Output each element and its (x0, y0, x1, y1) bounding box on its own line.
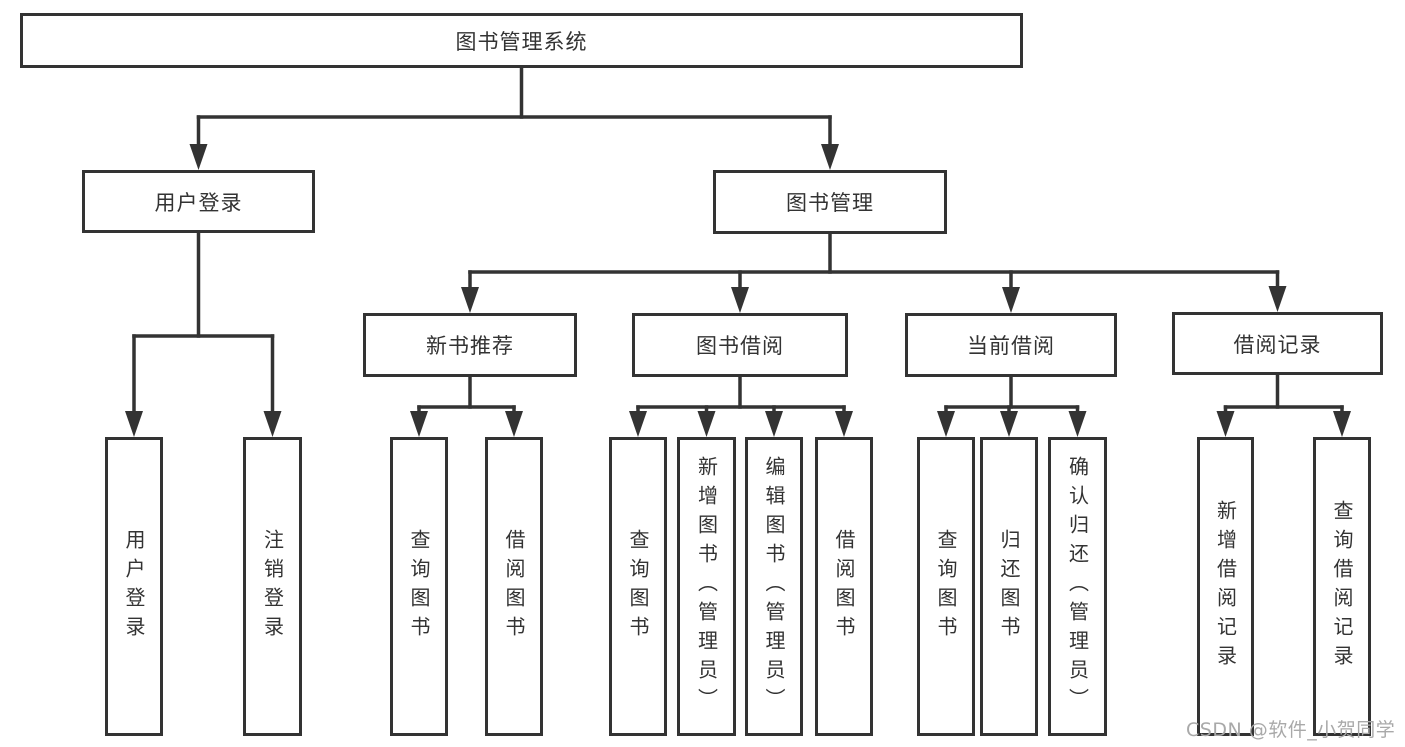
node-leaf-nbr-query: 查询图书 (390, 437, 448, 736)
connector-new-book-recommend (410, 375, 523, 437)
arrowhead-icon (1333, 411, 1351, 437)
node-label: 借阅图书 (832, 528, 856, 645)
arrowhead-icon (1268, 286, 1287, 312)
node-leaf-bb-add: 新增图书（管理员） (677, 437, 736, 736)
connector-root (189, 66, 839, 170)
watermark: CSDN @软件_小贺同学 (1186, 719, 1396, 741)
arrowhead-icon (821, 144, 839, 170)
arrowhead-icon (189, 144, 208, 170)
node-leaf-user-login: 用户登录 (105, 437, 163, 736)
node-label: 编辑图书（管理员） (762, 456, 786, 717)
node-label: 查询借阅记录 (1330, 499, 1354, 674)
arrowhead-icon (765, 411, 783, 437)
arrowhead-icon (1068, 411, 1087, 437)
node-leaf-logout: 注销登录 (243, 437, 302, 736)
arrowhead-icon (461, 287, 479, 313)
node-current-borrow: 当前借阅 (905, 313, 1117, 377)
connector-borrow-record (1216, 373, 1351, 437)
node-leaf-cb-return: 归还图书 (980, 437, 1038, 736)
node-root: 图书管理系统 (20, 13, 1023, 68)
arrowhead-icon (1002, 287, 1020, 313)
node-label: 新增借阅记录 (1213, 499, 1238, 674)
arrowhead-icon (125, 411, 143, 437)
arrowhead-icon (1000, 411, 1018, 437)
arrowhead-icon (505, 411, 523, 437)
node-label: 查询图书 (626, 528, 650, 645)
node-leaf-bb-edit: 编辑图书（管理员） (745, 437, 803, 736)
node-book-management: 图书管理 (713, 170, 947, 234)
node-label: 新书推荐 (426, 334, 514, 358)
connector-book-borrow (629, 375, 853, 437)
node-leaf-nbr-borrow: 借阅图书 (485, 437, 543, 736)
arrowhead-icon (410, 411, 428, 437)
node-leaf-bb-query: 查询图书 (609, 437, 667, 736)
node-user-login: 用户登录 (82, 170, 315, 233)
node-new-book-recommend: 新书推荐 (363, 313, 577, 377)
arrowhead-icon (835, 411, 853, 437)
node-label: 新增图书（管理员） (694, 456, 719, 717)
node-label: 图书借阅 (696, 334, 784, 358)
node-label: 图书管理 (786, 191, 874, 215)
node-label: 用户登录 (154, 190, 243, 215)
arrowhead-icon (697, 411, 716, 437)
connector-current-borrow (937, 375, 1087, 437)
arrowhead-icon (937, 411, 955, 437)
connector-book-management (461, 232, 1287, 313)
node-label: 归还图书 (997, 528, 1021, 645)
node-label: 借阅记录 (1233, 332, 1322, 357)
node-leaf-br-query: 查询借阅记录 (1313, 437, 1371, 736)
node-leaf-cb-query: 查询图书 (917, 437, 975, 736)
node-label: 图书管理系统 (455, 29, 588, 54)
connector-user-login (125, 231, 282, 437)
node-leaf-bb-borrow: 借阅图书 (815, 437, 873, 736)
node-label: 查询图书 (407, 528, 431, 645)
node-leaf-cb-confirm: 确认归还（管理员） (1048, 437, 1107, 736)
arrowhead-icon (629, 411, 647, 437)
node-book-borrow: 图书借阅 (632, 313, 848, 377)
node-leaf-br-add: 新增借阅记录 (1197, 437, 1254, 736)
node-label: 注销登录 (260, 528, 285, 645)
node-label: 确认归还（管理员） (1065, 456, 1090, 717)
node-label: 用户登录 (122, 528, 146, 645)
arrowhead-icon (731, 287, 749, 313)
arrowhead-icon (1216, 411, 1235, 437)
node-borrow-record: 借阅记录 (1172, 312, 1383, 375)
arrowhead-icon (263, 411, 282, 437)
node-label: 当前借阅 (967, 334, 1055, 358)
node-label: 查询图书 (934, 528, 958, 645)
node-label: 借阅图书 (502, 528, 526, 645)
